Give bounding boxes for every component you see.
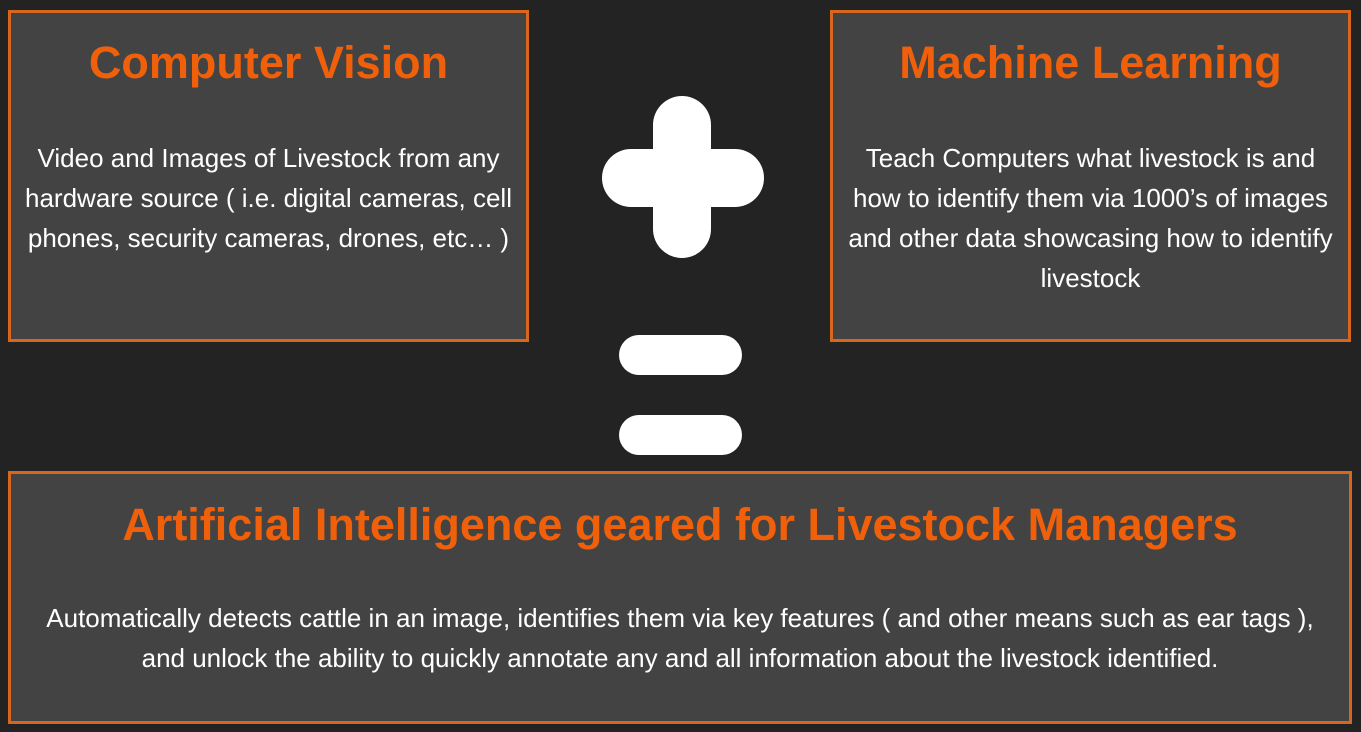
- machine-learning-text: Teach Computers what livestock is and ho…: [848, 143, 1333, 293]
- computer-vision-box: Computer Vision Video and Images of Live…: [8, 10, 529, 342]
- computer-vision-text: Video and Images of Livestock from any h…: [25, 143, 512, 253]
- plus-icon-horizontal-bar: [602, 149, 764, 207]
- artificial-intelligence-title: Artificial Intelligence geared for Lives…: [122, 499, 1238, 550]
- computer-vision-title: Computer Vision: [88, 37, 449, 88]
- equals-icon-top-bar: [619, 335, 742, 375]
- machine-learning-box: Machine Learning Teach Computers what li…: [830, 10, 1351, 342]
- artificial-intelligence-box: Artificial Intelligence geared for Lives…: [8, 471, 1352, 724]
- equals-icon-bottom-bar: [619, 415, 742, 455]
- machine-learning-title: Machine Learning: [899, 37, 1282, 88]
- artificial-intelligence-text: Automatically detects cattle in an image…: [46, 603, 1314, 673]
